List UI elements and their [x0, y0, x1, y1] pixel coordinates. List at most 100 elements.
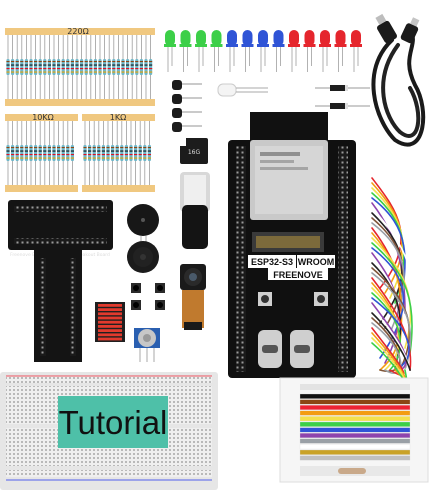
esp32-board: ESP32-S3 WROOM FREENOVE	[228, 112, 356, 378]
card-reader	[180, 172, 210, 249]
resistor	[61, 121, 65, 185]
jumper-wire	[371, 312, 411, 371]
led-bar-segment	[98, 329, 122, 332]
board-model-line1: ESP32-S3	[251, 257, 293, 267]
resistor	[106, 121, 110, 185]
resistor	[70, 35, 74, 99]
resistor-color-card	[279, 377, 429, 483]
resistor-label-220: 220Ω	[67, 27, 88, 36]
resistor	[75, 35, 79, 99]
resistor	[130, 35, 134, 99]
resistor	[11, 121, 15, 185]
push-buttons	[131, 283, 165, 310]
resistor	[52, 121, 56, 185]
led-bar-segment	[98, 316, 122, 320]
resistor	[107, 35, 111, 99]
potentiometer-icon	[134, 328, 160, 362]
resistor-strip-1k: 1KΩ	[82, 113, 155, 192]
resistor-tape-top	[82, 114, 155, 121]
resistor	[15, 35, 19, 99]
jumper-wire	[371, 327, 405, 377]
led-bar-segment	[98, 337, 122, 341]
resistor	[20, 35, 24, 99]
resistor	[38, 35, 42, 99]
resistor	[61, 35, 65, 99]
resistor-row	[6, 121, 74, 185]
jumper-wire	[371, 277, 412, 371]
resistor	[84, 35, 88, 99]
led-bar-segment	[98, 312, 122, 316]
color-code-row	[299, 421, 411, 427]
resistor	[83, 121, 87, 185]
led-bar-segment	[98, 333, 122, 337]
led	[303, 30, 316, 72]
led	[319, 30, 331, 72]
resistor-tape-bottom	[5, 99, 155, 106]
color-code-row	[299, 416, 411, 422]
resistor	[112, 35, 116, 99]
jumper-wire	[371, 302, 407, 371]
sd-card-label: 16G	[188, 149, 201, 156]
resistor-strip-220: 220Ω	[5, 27, 155, 106]
resistor	[38, 121, 42, 185]
jumper-wire	[371, 297, 410, 371]
board-model-label-box-2	[297, 255, 335, 268]
led	[226, 30, 238, 72]
color-code-row	[299, 405, 411, 410]
board-model-line2: WROOM	[298, 257, 335, 267]
resistor	[20, 121, 24, 185]
jumper-wire	[371, 337, 407, 382]
resistor	[57, 35, 61, 99]
resistor-tape-bottom	[5, 185, 78, 192]
resistor	[97, 121, 101, 185]
jumper-wire	[371, 322, 402, 374]
jumper-wires	[371, 177, 414, 386]
resistor	[80, 35, 84, 99]
resistor	[116, 35, 120, 99]
jumper-wire	[371, 222, 405, 334]
tutorial-banner	[58, 396, 168, 448]
resistor	[29, 35, 33, 99]
color-code-row	[299, 444, 411, 450]
color-code-row	[299, 410, 411, 416]
resistor	[52, 35, 56, 99]
resistor-label-10k: 10KΩ	[32, 113, 54, 122]
resistor	[138, 121, 142, 185]
breakout-shield: Freenove ESP32-S3 WROOM Breakout Board	[8, 200, 113, 362]
resistor	[143, 121, 147, 185]
board-brand: FREENOVE	[273, 270, 323, 280]
resistor	[115, 121, 119, 185]
jumper-wire	[371, 242, 413, 354]
resistor	[149, 35, 153, 99]
resistor-tape-top	[5, 114, 78, 121]
led	[179, 30, 192, 72]
jumper-wire	[371, 292, 402, 371]
jumper-wire	[371, 307, 409, 371]
resistor	[89, 35, 93, 99]
led	[350, 30, 362, 72]
camera-icon	[180, 264, 206, 330]
color-code-row	[299, 449, 411, 455]
resistor	[11, 35, 15, 99]
color-code-row	[299, 427, 411, 433]
resistor	[70, 121, 74, 185]
resistor	[147, 121, 151, 185]
transistors	[172, 80, 202, 132]
resistor	[6, 35, 10, 99]
resistor	[121, 35, 125, 99]
led-bar-segment	[98, 320, 122, 324]
resistor	[124, 121, 128, 185]
color-code-row	[299, 433, 411, 438]
tutorial-label: Tutorial	[59, 404, 168, 441]
resistor	[24, 121, 28, 185]
resistor	[101, 121, 105, 185]
resistor	[34, 121, 38, 185]
led	[195, 30, 207, 72]
resistor-strip-10k: 10KΩ	[5, 113, 78, 192]
resistor	[43, 35, 47, 99]
resistor	[92, 121, 96, 185]
rgb-led	[217, 83, 268, 97]
led	[164, 30, 176, 72]
resistor	[120, 121, 124, 185]
